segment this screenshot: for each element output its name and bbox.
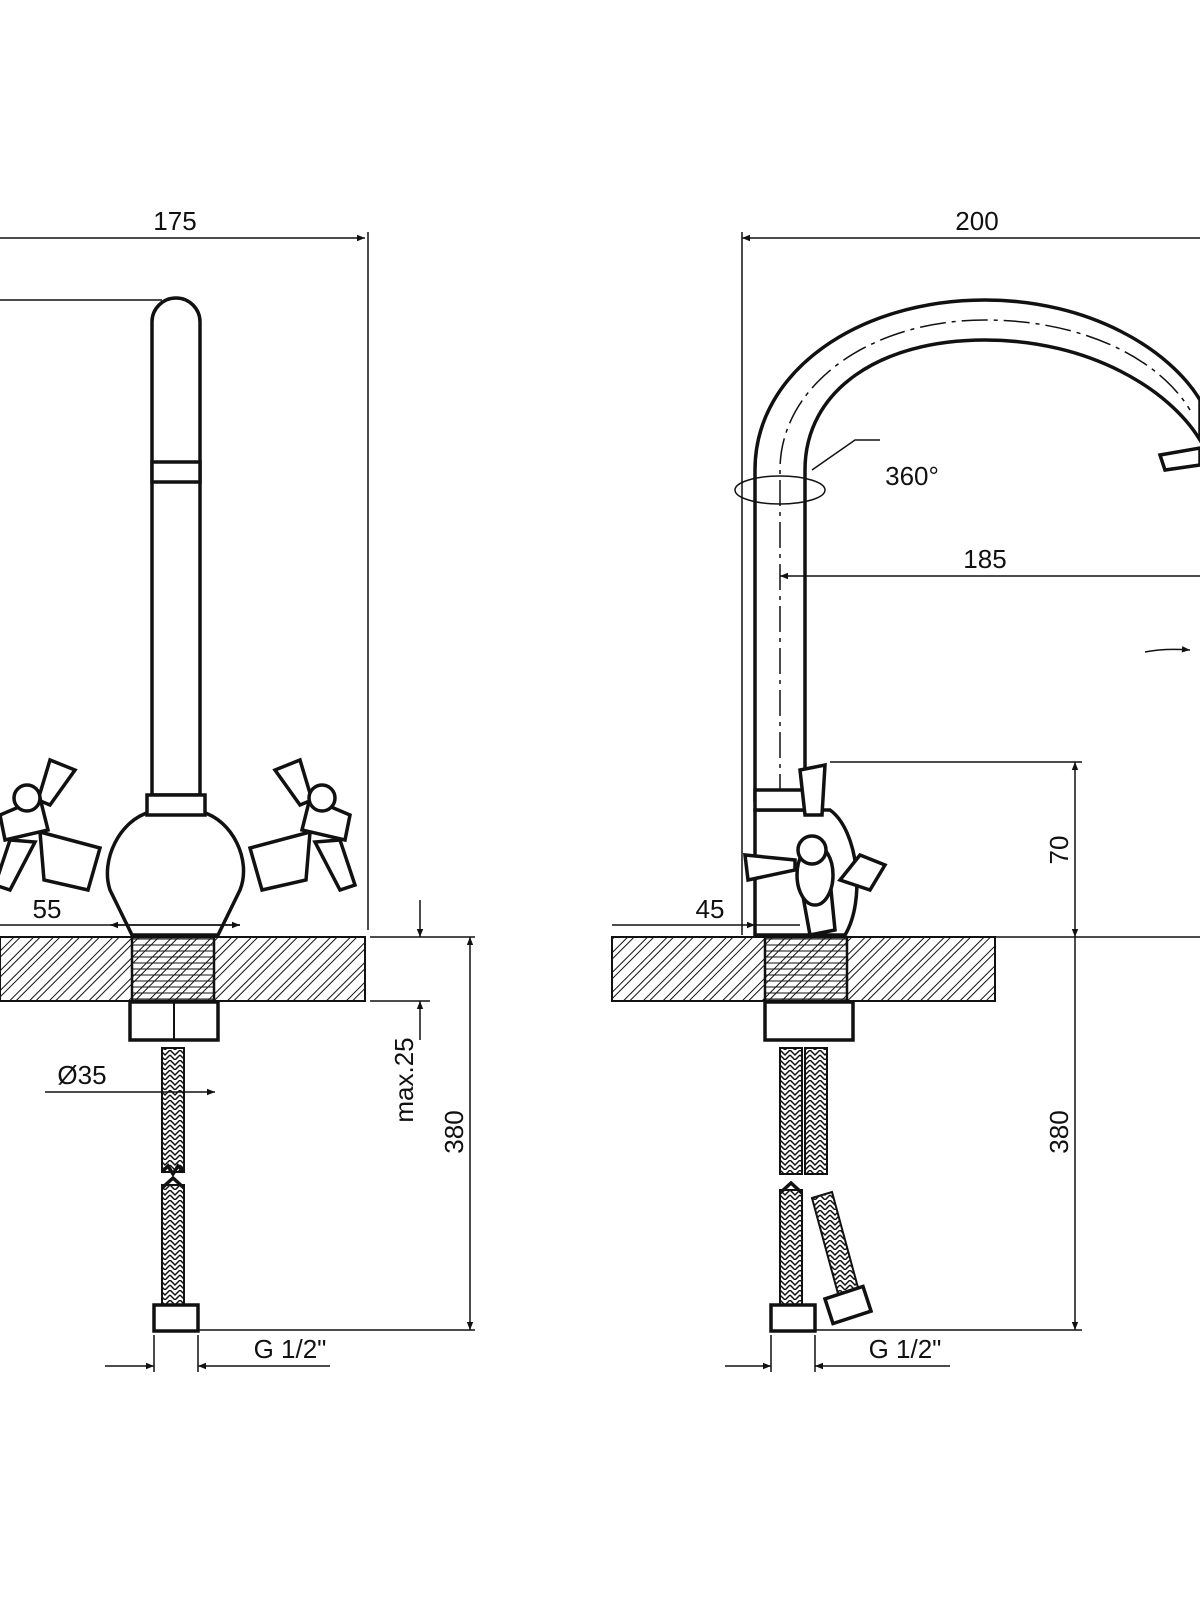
dim-max-thickness: max.25 <box>389 1037 419 1122</box>
side-handle <box>743 762 888 938</box>
mounting-nut <box>763 1000 855 1042</box>
rotation-arrow-icon <box>734 475 826 505</box>
dim-reach-185: 185 <box>963 544 1006 574</box>
dim-hose-380: 380 <box>1044 1110 1074 1153</box>
hose-lower <box>161 1184 185 1306</box>
right-handle <box>247 757 358 893</box>
dim-hose-380: 380 <box>439 1110 469 1153</box>
mounting-shank <box>130 935 216 1003</box>
hose-nut <box>152 1303 200 1333</box>
dim-rotation-360: 360° <box>885 461 939 491</box>
spout-tube <box>150 296 202 797</box>
dim-hole-diameter: Ø35 <box>57 1060 106 1090</box>
mounting-shank <box>763 935 849 1003</box>
left-handle <box>0 757 103 893</box>
dim-thread-g12: G 1/2" <box>869 1334 942 1364</box>
dim-width-175: 175 <box>153 206 196 236</box>
dim-width-200: 200 <box>955 206 998 236</box>
hose-upper <box>161 1047 185 1173</box>
dim-thread-g12: G 1/2" <box>254 1334 327 1364</box>
front-view: 175 55 Ø35 max.25 380 G 1/2" <box>0 206 475 1372</box>
dim-45: 45 <box>696 894 725 924</box>
dim-55: 55 <box>33 894 62 924</box>
side-view: 360° 200 185 70 380 45 G 1/2" <box>611 206 1200 1372</box>
faucet-body <box>105 810 246 937</box>
dim-spout-70: 70 <box>1044 836 1074 865</box>
spout-arc <box>753 298 1200 802</box>
